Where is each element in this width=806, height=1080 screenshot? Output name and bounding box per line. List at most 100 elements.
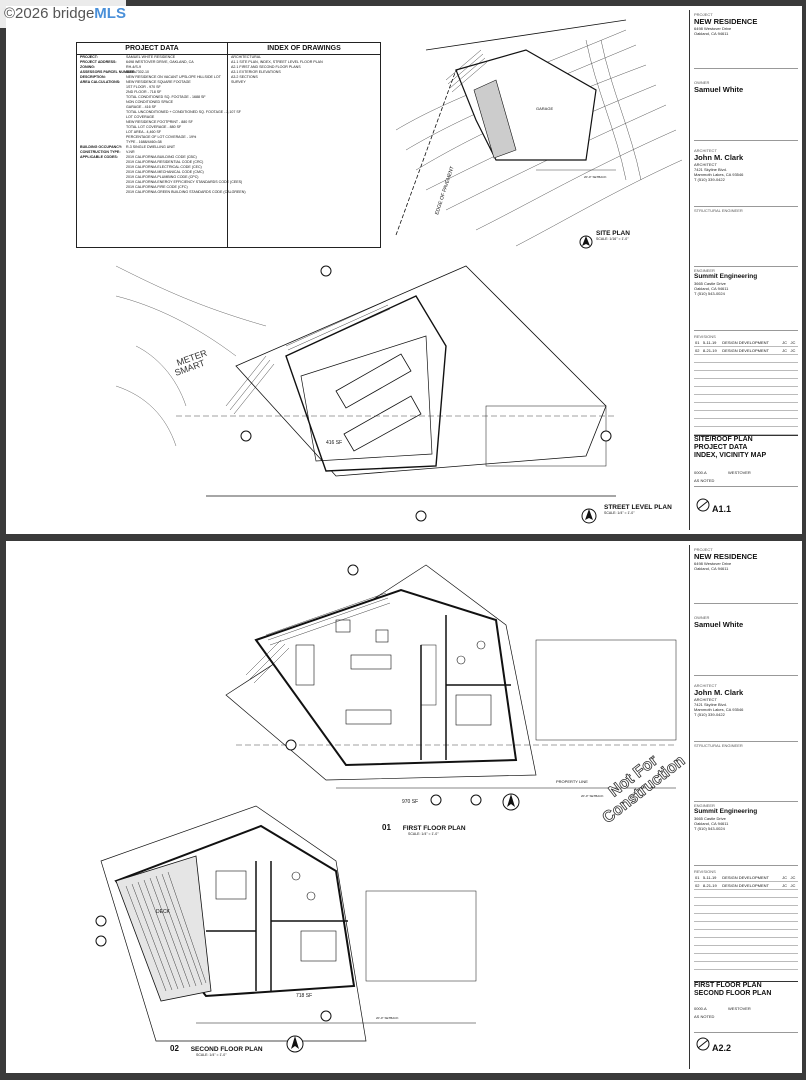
- first-floor-title-block: 01 FIRST FLOOR PLAN SCALE: 1/4" = 1'-0": [382, 823, 466, 836]
- revision-cell-date: [701, 921, 722, 930]
- revision-cell-by: JC: [781, 346, 790, 355]
- revision-cell-chk: [789, 905, 798, 914]
- revision-cell-date: [701, 945, 722, 954]
- revision-cell-no: 02: [694, 881, 702, 890]
- first-floor-title: FIRST FLOOR PLAN: [402, 825, 466, 832]
- project-data-value: 2019 CALIFORNIA RESIDENTIAL CODE (CRC): [126, 160, 204, 164]
- tb1-architect-name: John M. Clark: [694, 153, 744, 162]
- index-row: A3.1 EXTERIOR ELEVATIONS: [231, 70, 281, 74]
- project-data-value: NEW RESIDENCE ON VACANT UPSLOPE HILLSIDE…: [126, 75, 221, 79]
- revision-cell-date: [701, 410, 722, 419]
- project-data-row: PROJECT ADDRESS:6498 WESTOVER DRIVE, OAK…: [77, 60, 227, 65]
- revision-cell-date: [701, 402, 722, 411]
- revision-cell-by: [781, 370, 790, 379]
- project-data-key: APPLICABLE CODES:: [80, 155, 118, 159]
- tb1-owner-section: OWNER Samuel White: [694, 80, 798, 141]
- project-data-value: 6498 WESTOVER DRIVE, OAKLAND, CA: [126, 60, 194, 64]
- revision-cell-desc: [721, 402, 782, 411]
- revision-cell-date: 5-11-19: [701, 874, 722, 882]
- project-data-key: BUILDING OCCUPANCY:: [80, 145, 123, 149]
- revision-cell-desc: [721, 362, 782, 371]
- revision-cell-no: [694, 362, 702, 371]
- tb2-project-label: PROJECT: [694, 547, 713, 552]
- project-data-value: LOT COVERAGE: [126, 115, 155, 119]
- site-garage-label: GARAGE: [536, 106, 553, 111]
- revision-cell-no: [694, 402, 702, 411]
- revision-cell-date: [701, 378, 722, 387]
- revision-cell-no: [694, 897, 702, 906]
- second-floor-title: SECOND FLOOR PLAN: [190, 1046, 263, 1053]
- revision-cell-chk: [789, 386, 798, 395]
- revision-cell-no: [694, 961, 702, 970]
- street-level-plan-drawing: SMART METER: [116, 265, 616, 524]
- revision-cell-desc: [721, 426, 782, 435]
- garage-area-label: 416 SF: [326, 440, 343, 446]
- revision-cell-no: [694, 410, 702, 419]
- title-block-sheet2: PROJECT NEW RESIDENCE 6498 Westover Driv…: [689, 545, 800, 1069]
- revision-row: [694, 961, 798, 970]
- revision-cell-desc: [721, 889, 782, 898]
- revision-cell-chk: [789, 889, 798, 898]
- project-data-table: PROJECT DATA PROJECT:SAMUEL WHITE RESIDE…: [76, 42, 381, 248]
- revision-cell-date: [701, 905, 722, 914]
- tb2-architect-role: ARCHITECT: [694, 697, 717, 702]
- tb2-project-number: 0000.A: [694, 1006, 707, 1011]
- project-data-row: TOTAL CONDITIONED SQ. FOOTAGE - 1688 SF: [77, 95, 227, 100]
- revision-row: [694, 953, 798, 962]
- first-floor-plan-drawing: PROPERTY LINE 20'-0" SETBACK: [225, 564, 677, 811]
- revision-cell-no: [694, 921, 702, 930]
- revision-row: [694, 945, 798, 954]
- tb1-engineer-address1: 3665 Castle Drive: [694, 281, 726, 286]
- revision-cell-no: [694, 370, 702, 379]
- index-row: ARCHITECTURAL: [231, 55, 262, 59]
- project-data-row: 2ND FLOOR - 718 SF: [77, 90, 227, 95]
- revision-cell-date: [701, 418, 722, 427]
- first-floor-setback-label: 20'-0" SETBACK: [581, 794, 603, 798]
- watermark-copyright: ©2026 bridge: [4, 5, 95, 22]
- first-floor-scale: SCALE: 1/4" = 1'-0": [408, 832, 439, 836]
- watermark-brand: MLS: [94, 5, 126, 22]
- revision-cell-by: [781, 394, 790, 403]
- revision-cell-no: [694, 378, 702, 387]
- revision-cell-chk: [789, 418, 798, 427]
- revision-cell-date: [701, 953, 722, 962]
- revision-cell-date: [701, 961, 722, 970]
- revision-cell-by: [781, 418, 790, 427]
- project-data-row: DESCRIPTION:NEW RESIDENCE ON VACANT UPSL…: [77, 75, 227, 80]
- revision-row: [694, 929, 798, 938]
- revision-cell-chk: JC: [789, 346, 798, 355]
- revision-cell-chk: JC: [789, 881, 798, 890]
- project-data-row: NEW RESIDENCE FOOTPRINT - 880 SF: [77, 120, 227, 125]
- tb2-sheet-number: A2.2: [712, 1043, 732, 1053]
- revision-cell-by: [781, 961, 790, 970]
- tb1-engineer-label: ENGINEER: [694, 268, 715, 273]
- tb1-file-name: WESTOVER: [728, 470, 751, 475]
- tb2-north-arrow-icon: [696, 1037, 710, 1051]
- index-row: SURVEY: [231, 80, 246, 84]
- revision-cell-chk: [789, 961, 798, 970]
- revision-cell-date: 8-21-19: [701, 346, 722, 355]
- project-data-value: TOTAL CONDITIONED SQ. FOOTAGE - 1688 SF: [126, 95, 206, 99]
- revision-cell-desc: [721, 937, 782, 946]
- revision-cell-desc: [721, 921, 782, 930]
- second-floor-title-block: 02 SECOND FLOOR PLAN SCALE: 1/4" = 1'-0": [170, 1044, 263, 1057]
- revision-cell-no: [694, 889, 702, 898]
- tb1-north-arrow-icon: [696, 498, 710, 512]
- revision-cell-date: [701, 354, 722, 363]
- revision-cell-by: [781, 889, 790, 898]
- revision-cell-desc: [721, 410, 782, 419]
- revision-cell-desc: DESIGN DEVELOPMENT: [721, 874, 782, 882]
- revision-cell-by: [781, 426, 790, 435]
- project-data-row: TYPE - 1688/4460=38: [77, 140, 227, 145]
- second-floor-plan-drawing: DECK 20'-0" SETBACK: [95, 805, 477, 1053]
- tb1-scale: AS NOTED: [694, 478, 715, 483]
- revision-cell-no: [694, 418, 702, 427]
- tb2-sheet-title-1: FIRST FLOOR PLAN: [694, 982, 762, 989]
- revision-row: [694, 378, 798, 387]
